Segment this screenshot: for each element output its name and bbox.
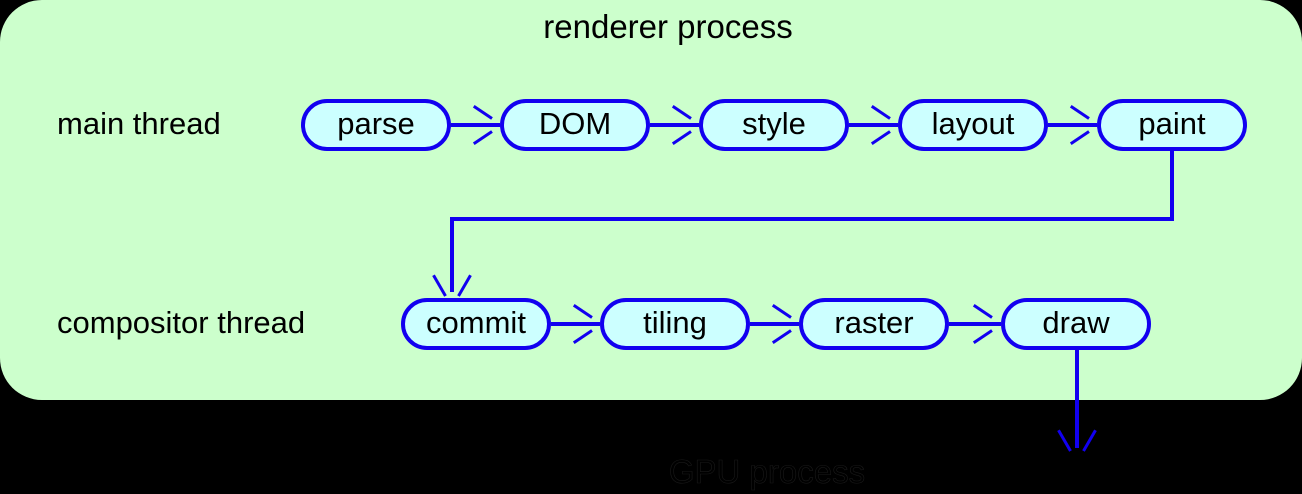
edge-draw-to-gpu-process	[1075, 350, 1079, 448]
compositor-thread-label: compositor thread	[57, 305, 306, 340]
arrowhead-tiling-to-raster	[769, 313, 789, 335]
node-paint-label: paint	[1138, 105, 1206, 141]
main-thread-label: main thread	[57, 106, 221, 141]
gpu-process-text: GPU process	[668, 453, 866, 490]
arrowhead-layout-to-paint	[1067, 114, 1087, 136]
node-raster[interactable]: raster	[799, 298, 949, 350]
edge-paint-to-commit-vertical-left	[450, 217, 454, 292]
node-draw[interactable]: draw	[1001, 298, 1151, 350]
arrowhead-raster-to-draw	[970, 313, 990, 335]
node-commit[interactable]: commit	[401, 298, 551, 350]
node-tiling-label: tiling	[643, 304, 707, 340]
arrowhead-style-to-layout	[868, 114, 888, 136]
node-dom[interactable]: DOM	[500, 99, 650, 151]
node-style[interactable]: style	[699, 99, 849, 151]
gpu-process-label: GPU process	[0, 453, 1302, 490]
arrowhead-draw-to-gpu-process	[1066, 427, 1088, 449]
node-parse[interactable]: parse	[301, 99, 451, 151]
page-title: renderer process	[543, 8, 793, 45]
arrowhead-parse-to-dom	[470, 114, 490, 136]
node-layout[interactable]: layout	[898, 99, 1048, 151]
node-commit-label: commit	[426, 304, 526, 340]
edge-paint-to-commit-horizontal	[450, 217, 1174, 221]
node-raster-label: raster	[834, 304, 914, 340]
node-dom-label: DOM	[538, 105, 612, 141]
arrowhead-paint-to-commit	[441, 272, 463, 294]
node-tiling[interactable]: tiling	[600, 298, 750, 350]
node-draw-label: draw	[1042, 304, 1110, 340]
arrowhead-commit-to-tiling	[570, 313, 590, 335]
node-paint[interactable]: paint	[1097, 99, 1247, 151]
node-style-label: style	[742, 105, 806, 141]
arrowhead-dom-to-style	[669, 114, 689, 136]
node-parse-label: parse	[337, 105, 415, 141]
edge-paint-to-commit-vertical-right	[1170, 151, 1174, 221]
node-layout-label: layout	[931, 105, 1015, 141]
